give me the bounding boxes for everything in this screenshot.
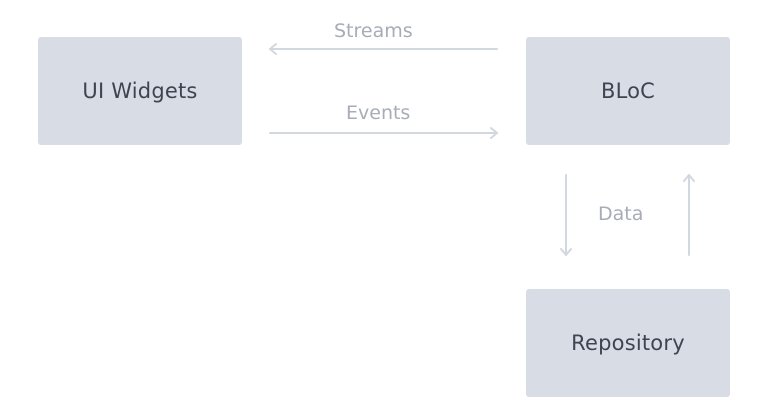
streams-label: Streams bbox=[334, 20, 413, 42]
ui-widgets-label: UI Widgets bbox=[82, 79, 198, 103]
data-label: Data bbox=[598, 203, 644, 225]
ui-widgets-node: UI Widgets bbox=[38, 37, 242, 145]
repository-label: Repository bbox=[571, 331, 685, 355]
events-label: Events bbox=[346, 102, 411, 124]
data-down-arrow bbox=[560, 174, 572, 256]
bloc-label: BLoC bbox=[600, 79, 656, 103]
streams-arrow bbox=[269, 43, 498, 55]
repository-node: Repository bbox=[526, 289, 730, 397]
events-arrow bbox=[269, 127, 498, 139]
data-up-arrow bbox=[683, 174, 695, 256]
bloc-node: BLoC bbox=[526, 37, 730, 145]
